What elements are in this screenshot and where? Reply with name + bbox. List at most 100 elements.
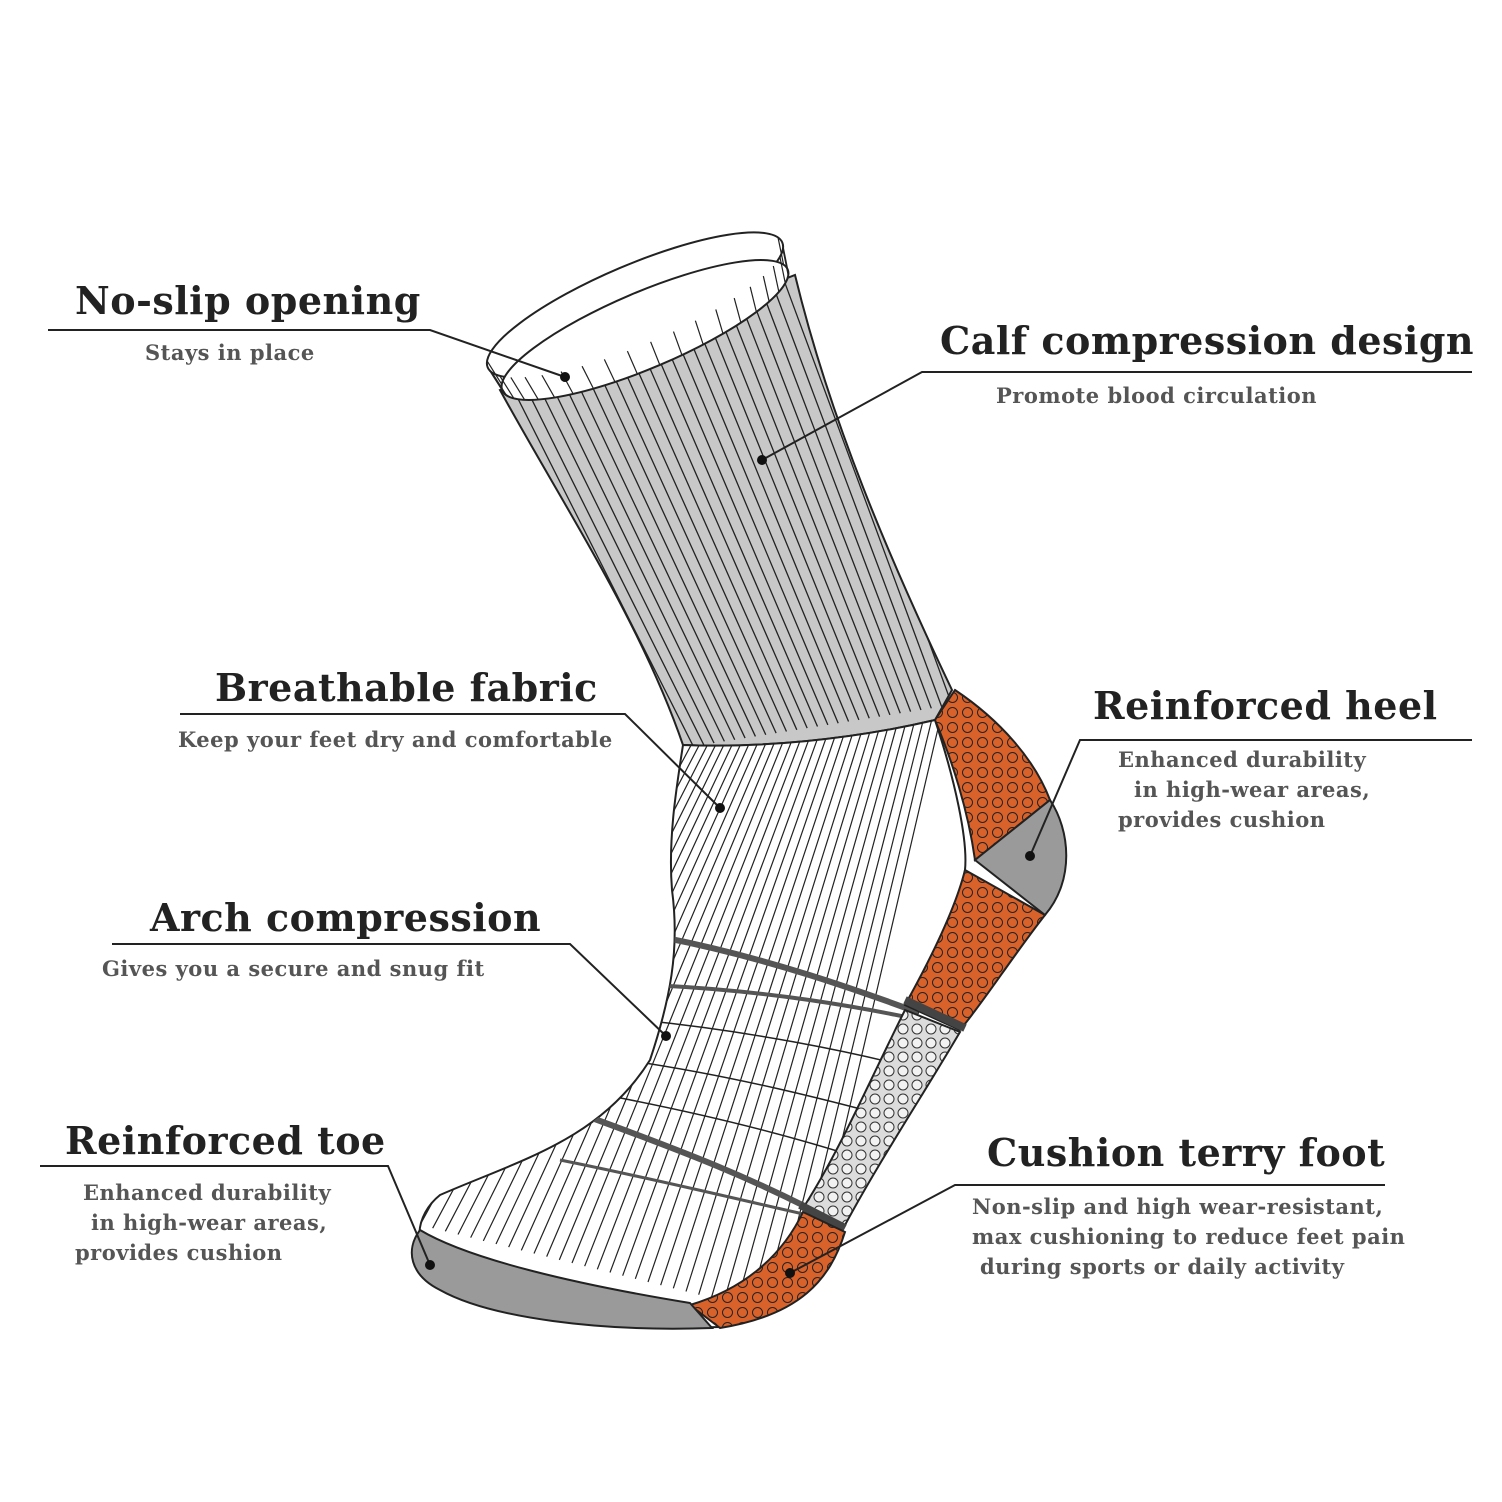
rib-line	[650, 341, 661, 366]
rib-line	[736, 724, 898, 1305]
rib-line	[567, 363, 746, 739]
rib-line	[714, 305, 881, 717]
rib-line	[749, 292, 912, 712]
rib-line	[596, 733, 804, 1270]
rib-line	[772, 265, 780, 293]
description-line: Gives you a secure and snug fit	[102, 955, 485, 981]
callout-description: Gives you a secure and snug fit	[102, 954, 541, 984]
cuff-opening	[485, 231, 790, 401]
rib-line	[624, 341, 798, 731]
rib-line	[749, 286, 757, 313]
callout-description: Enhanced durability in high-wear areas, …	[1118, 745, 1438, 835]
rib-line	[685, 727, 864, 1292]
callout-description: Enhanced durability in high-wear areas, …	[75, 1178, 386, 1268]
rib-line	[723, 724, 890, 1302]
callout-title: Calf compression design	[940, 318, 1475, 363]
rib-line	[609, 732, 813, 1273]
rib-line	[647, 729, 838, 1283]
toe-orange	[687, 1210, 847, 1330]
rib-line	[760, 288, 922, 711]
rib-line	[590, 354, 767, 736]
rib-line	[556, 367, 736, 741]
rib-line	[669, 323, 839, 724]
description-line: Enhanced durability	[1118, 746, 1367, 772]
rib-line	[634, 730, 830, 1280]
rib-line	[771, 283, 932, 709]
description-line: Stays in place	[145, 339, 315, 365]
callout-title: Reinforced toe	[65, 1118, 386, 1163]
rib-line	[781, 242, 789, 270]
rib-line	[635, 336, 808, 729]
rib-line	[612, 345, 788, 732]
rib-line	[499, 375, 515, 399]
rib-line	[680, 318, 850, 722]
callout-reinforced-toe: Reinforced toe Enhanced durability in hi…	[65, 1120, 386, 1268]
rib-line	[782, 248, 789, 276]
rib-line	[777, 237, 785, 265]
rib-line	[660, 728, 847, 1286]
rib-line	[748, 723, 907, 1308]
callout-reinforced-heel: Reinforced heel Enhanced durability in h…	[1093, 685, 1438, 835]
rib-line	[584, 733, 795, 1267]
rib-line	[601, 349, 777, 734]
rib-line	[774, 721, 924, 1314]
heel-gray-pad	[973, 798, 1068, 917]
rib-line	[486, 360, 503, 385]
heel-orange-lower	[903, 868, 1047, 1032]
rib-line	[558, 735, 778, 1261]
rib-line	[726, 301, 891, 716]
callout-description: Promote blood circulation	[996, 381, 1474, 411]
description-line: during sports or daily activity	[980, 1253, 1345, 1279]
description-line: Enhanced durability	[83, 1179, 332, 1205]
rib-line	[491, 372, 507, 396]
description-line: in high-wear areas,	[91, 1209, 328, 1235]
callout-title: No-slip opening	[75, 278, 421, 323]
rib-line	[533, 376, 715, 744]
toe-gray-cap	[410, 1228, 715, 1330]
description-line: provides cushion	[1118, 806, 1326, 832]
callout-title: Reinforced heel	[1093, 683, 1438, 728]
callout-description: Stays in place	[145, 338, 421, 368]
rib-line	[578, 358, 757, 737]
calf-section	[498, 273, 954, 747]
rib-line	[698, 726, 873, 1295]
rib-line	[626, 350, 638, 375]
callout-title: Arch compression	[150, 895, 542, 940]
description-line: in high-wear areas,	[1134, 776, 1371, 802]
rib-line	[646, 332, 819, 727]
rib-line	[733, 297, 742, 323]
description-line: Promote blood circulation	[996, 382, 1318, 408]
rib-line	[603, 359, 616, 383]
description-line: Keep your feet dry and comfortable	[178, 726, 613, 752]
callout-arch-compression: Arch compression Gives you a secure and …	[102, 895, 542, 984]
callout-cushion-terry-foot: Cushion terry foot Non-slip and high wea…	[972, 1132, 1405, 1282]
rib-line	[571, 734, 787, 1264]
description-line: max cushioning to reduce feet pain	[972, 1223, 1406, 1249]
callout-no-slip-opening: No-slip opening Stays in place	[75, 280, 421, 368]
rib-line	[783, 279, 943, 707]
leader-dots	[425, 372, 1035, 1278]
rib-line	[510, 377, 526, 401]
rib-line	[672, 728, 855, 1289]
rib-line	[761, 722, 915, 1311]
rib-line	[672, 331, 683, 356]
rib-line	[715, 309, 724, 334]
rib-line	[487, 367, 503, 391]
rib-line	[658, 327, 829, 726]
rib-line	[581, 365, 594, 389]
callout-calf-compression: Calf compression design Promote blood ci…	[940, 320, 1474, 411]
rib-line	[703, 310, 870, 719]
description-line: provides cushion	[75, 1239, 283, 1265]
rib-line	[522, 380, 705, 745]
rib-line	[779, 256, 786, 284]
leader-lines	[40, 329, 1472, 1274]
description-line: Non-slip and high wear-resistant,	[972, 1193, 1384, 1219]
rib-line	[622, 731, 821, 1276]
rib-line	[737, 296, 901, 714]
callout-description: Keep your feet dry and comfortable	[178, 725, 613, 755]
foot-section	[418, 718, 967, 1329]
rib-line	[692, 314, 860, 721]
callout-breathable-fabric: Breathable fabric Keep your feet dry and…	[178, 667, 613, 755]
rib-line	[694, 320, 704, 345]
